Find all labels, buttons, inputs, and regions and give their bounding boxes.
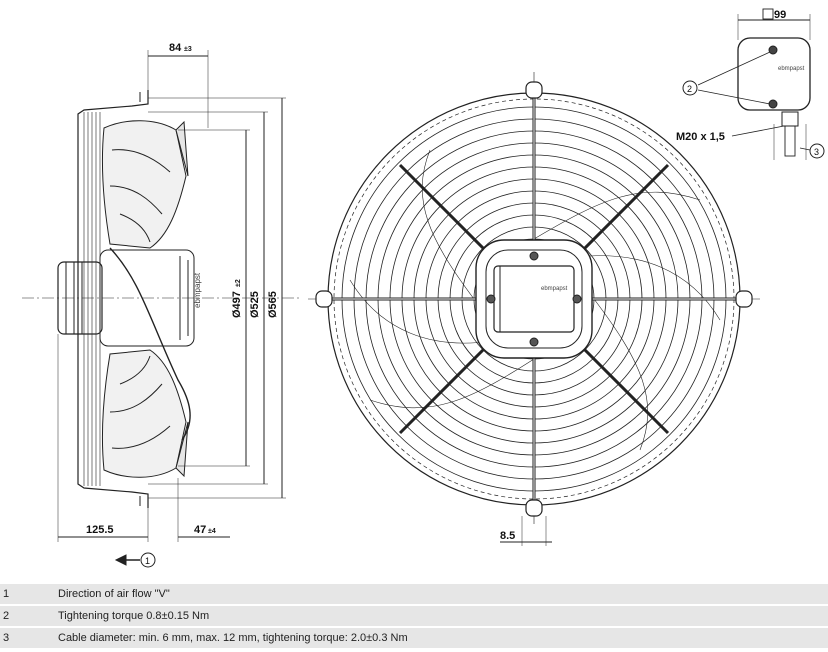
note-text: Cable diameter: min. 6 mm, max. 12 mm, t… xyxy=(58,632,408,644)
dim-565: Ø565 xyxy=(267,291,279,318)
airflow-callout-circle xyxy=(140,552,156,568)
terminal-brand-mark: ebmpapst xyxy=(778,66,805,72)
dim-47-tolerance: ±4 xyxy=(208,528,216,535)
dim-525: Ø525 xyxy=(249,291,261,318)
dim-84-tolerance: ±3 xyxy=(184,46,192,53)
note-number: 2 xyxy=(3,610,10,622)
callout-1: 1 xyxy=(145,556,150,566)
thread-spec: M20 x 1,5 xyxy=(676,131,725,143)
brand-mark: ebmpapst xyxy=(193,272,202,308)
dim-497-tolerance: ±2 xyxy=(235,279,242,287)
note-text: Tightening torque 0.8±0.15 Nm xyxy=(58,610,210,622)
dim-99: 99 xyxy=(774,9,786,21)
side-view xyxy=(22,50,300,566)
dim-8-5: 8.5 xyxy=(500,530,515,542)
note-number: 3 xyxy=(3,632,10,644)
note-row: 3 Cable diameter: min. 6 mm, max. 12 mm,… xyxy=(0,628,828,648)
note-row: 2 Tightening torque 0.8±0.15 Nm xyxy=(0,606,828,626)
note-number: 1 xyxy=(3,588,10,600)
front-view xyxy=(308,72,762,546)
callout-2: 2 xyxy=(687,84,692,94)
note-row: 1 Direction of air flow "V" xyxy=(0,584,828,604)
fan-technical-drawing: 84 ±3 Ø497 ±2 Ø525 Ø565 ebmpapst 125.5 4… xyxy=(22,8,825,568)
note-text: Direction of air flow "V" xyxy=(58,588,170,600)
dim-84: 84 xyxy=(169,42,182,54)
dim-47: 47 xyxy=(194,524,206,536)
notes-table: 1 Direction of air flow "V" 2 Tightening… xyxy=(0,584,828,650)
dim-497: Ø497 xyxy=(231,291,243,318)
dim-125-5: 125.5 xyxy=(86,524,114,536)
terminal-box-view xyxy=(682,8,825,160)
callout-3: 3 xyxy=(814,147,819,157)
hub-brand-mark: ebmpapst xyxy=(541,286,568,292)
